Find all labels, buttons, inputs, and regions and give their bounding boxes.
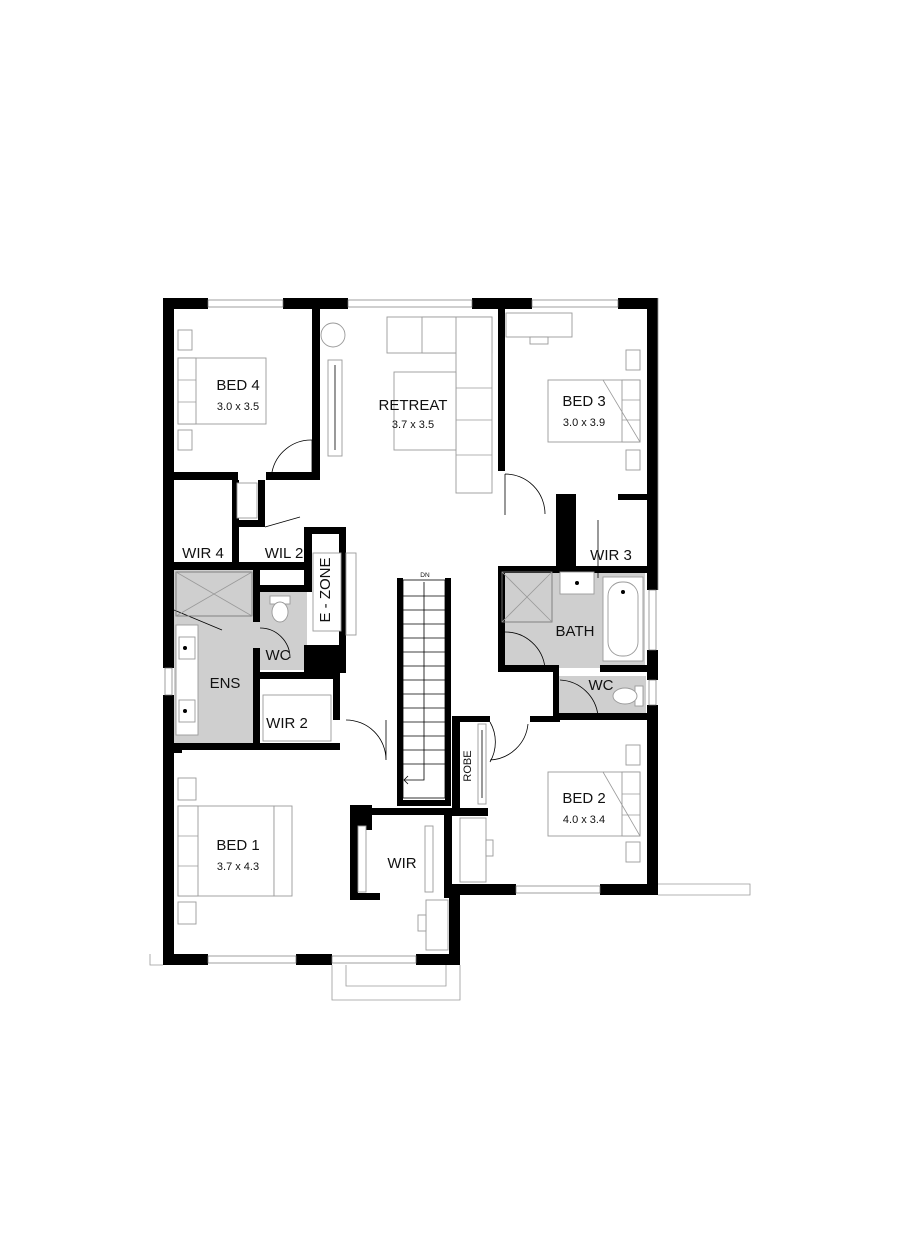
stairs: [402, 579, 446, 799]
doors: [173, 439, 599, 763]
internal-walls: [174, 309, 647, 900]
label-retreat: RETREAT: [379, 397, 448, 414]
label-stairs-dn: DN: [420, 572, 430, 579]
label-bed4: BED 4: [216, 377, 259, 394]
label-wc-ens: WC: [266, 647, 291, 664]
label-bed2: BED 2: [562, 790, 605, 807]
label-wir3: WIR 3: [590, 547, 632, 564]
label-bath: BATH: [556, 623, 595, 640]
label-wir: WIR: [387, 855, 416, 872]
label-ezone: E - ZONE: [317, 557, 334, 622]
windows: [149, 298, 751, 1001]
furniture: [175, 312, 644, 951]
size-bed1: 3.7 x 4.3: [217, 861, 259, 873]
label-wir2: WIR 2: [266, 715, 308, 732]
label-robe: ROBE: [462, 750, 474, 781]
label-wir4: WIR 4: [182, 545, 224, 562]
size-bed3: 3.0 x 3.9: [563, 417, 605, 429]
size-bed4: 3.0 x 3.5: [217, 401, 259, 413]
label-ens: ENS: [210, 675, 241, 692]
room-labels: BED 4 3.0 x 3.5 RETREAT 3.7 x 3.5 BED 3 …: [182, 377, 632, 873]
size-bed2: 4.0 x 3.4: [563, 814, 605, 826]
label-wil2: WIL 2: [265, 545, 304, 562]
external-walls: [163, 298, 658, 965]
label-bed3: BED 3: [562, 393, 605, 410]
label-wc-bath: WC: [589, 677, 614, 694]
wet-areas: [174, 570, 646, 750]
label-bed1: BED 1: [216, 837, 259, 854]
size-retreat: 3.7 x 3.5: [392, 419, 434, 431]
